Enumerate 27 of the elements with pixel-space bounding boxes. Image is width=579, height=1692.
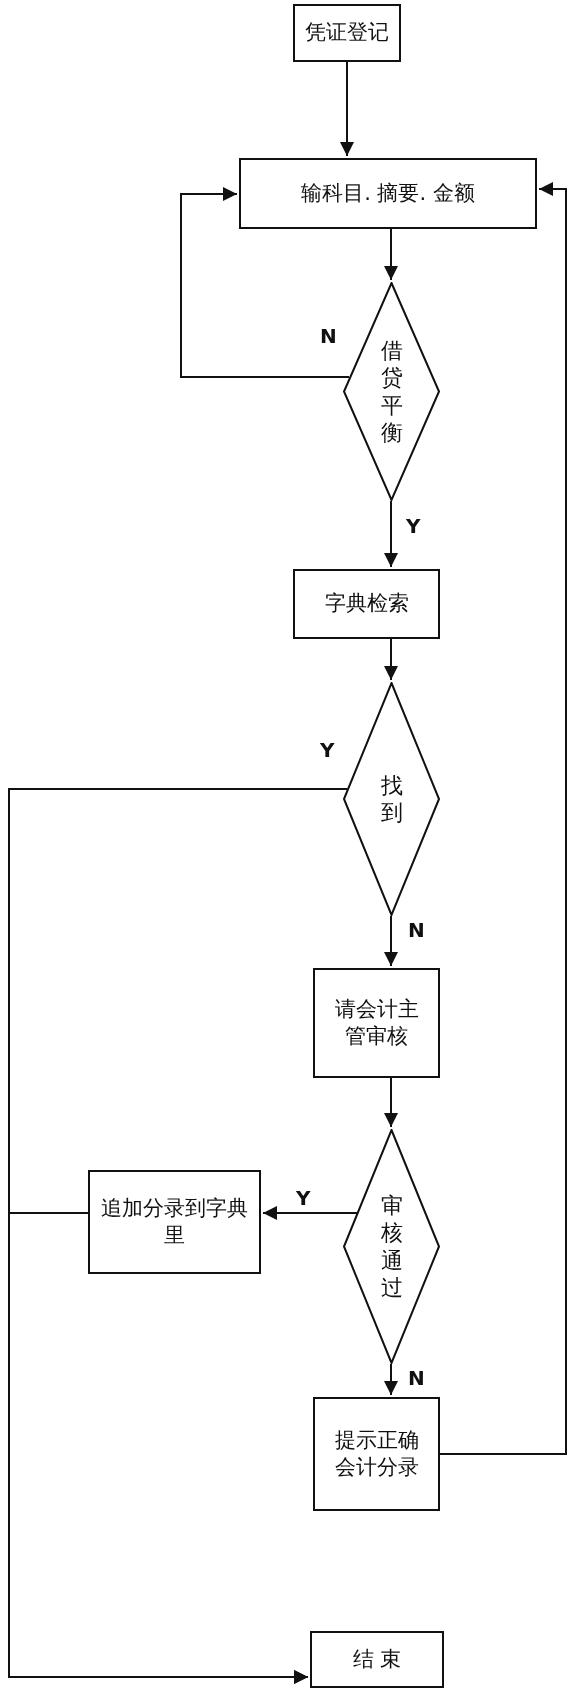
arrow <box>384 500 398 568</box>
process-box: 追加分录到字典里 <box>88 1170 261 1274</box>
process-box: 结 束 <box>310 1631 444 1688</box>
arrow <box>384 228 398 281</box>
decision-text: 借贷平衡 <box>379 336 404 447</box>
arrow <box>439 182 567 1455</box>
arrow <box>180 187 350 378</box>
arrow <box>384 1077 398 1128</box>
decision-diamond <box>343 282 440 501</box>
decision-diamond <box>343 1129 440 1364</box>
process-box: 字典检索 <box>293 569 440 639</box>
decision-diamond <box>343 682 440 916</box>
arrow <box>262 1206 358 1220</box>
process-box: 输科目. 摘要. 金额 <box>239 158 537 229</box>
decision-text: 找到 <box>379 771 404 827</box>
edge-label: Y <box>318 740 337 760</box>
arrow <box>8 1212 309 1684</box>
process-box: 凭证登记 <box>293 4 401 62</box>
decision-text: 审核通过 <box>379 1191 404 1302</box>
arrow <box>340 61 354 157</box>
edge-label: Y <box>404 516 423 536</box>
process-box: 请会计主管审核 <box>313 968 440 1078</box>
process-box: 提示正确会计分录 <box>313 1397 440 1511</box>
arrow <box>384 915 398 967</box>
arrow <box>384 638 398 681</box>
arrow <box>384 1363 398 1396</box>
edge-label: Y <box>294 1188 313 1208</box>
